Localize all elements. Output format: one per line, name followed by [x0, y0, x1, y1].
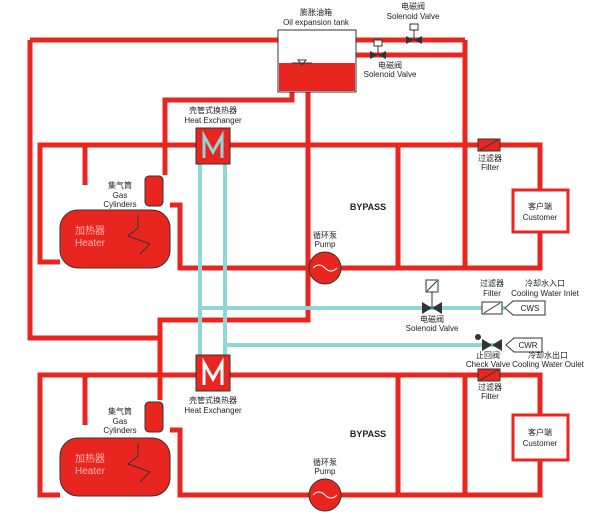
check-valve-en: Check Valve [466, 360, 511, 369]
boiler-bottom-en: Heater [75, 466, 106, 477]
solenoid-valve-tank: 电磁阀 Solenoid Valve [364, 39, 417, 79]
cws-label: CWS [521, 304, 540, 313]
solenoid-cooling-cn: 电磁阀 [420, 314, 444, 324]
filter-bottom-cn: 过滤器 [478, 382, 502, 392]
pump-top-en: Pump [315, 240, 336, 249]
customer-top-cn: 客户端 [528, 201, 552, 211]
hx-bottom-cn: 壳管式换热器 [189, 395, 237, 405]
oil-tank-en-label: Oil expansion tank [283, 18, 350, 27]
heat-exchanger-top: 壳管式换热器 Heat Exchanger [184, 105, 242, 165]
filter-bottom: 过滤器 Filter [477, 368, 502, 401]
gas-cylinder-top [144, 175, 164, 207]
cwr-label: CWR [518, 341, 537, 350]
boiler-top: 加热器 Heater 集气筒 Gas Cylinders [59, 175, 171, 269]
gas-top-en1: Gas [113, 191, 128, 200]
customer-bottom-cn: 客户端 [528, 427, 552, 437]
gas-cylinder-bottom [144, 401, 164, 433]
cwr-tag: CWR 冷却水出口 Cooling Water Oulet [505, 337, 585, 369]
customer-bottom-en: Customer [523, 439, 558, 448]
cooling-pipes [198, 140, 505, 390]
pump-bottom-cn: 循环泵 [313, 457, 337, 467]
gas-bottom-en2: Cylinders [103, 426, 136, 435]
customer-bottom: 客户端 Customer [511, 413, 570, 462]
check-valve-cn: 止回阀 [476, 350, 500, 360]
pump-bottom: 循环泵 Pump [308, 457, 342, 512]
cws-tag: CWS 冷却水入口 Cooling Water Inlet [504, 278, 580, 316]
pump-top: 循环泵 Pump [308, 230, 342, 285]
hx-top-en: Heat Exchanger [184, 116, 242, 125]
oil-tank-cn-label: 膨胀油箱 [300, 7, 332, 17]
filter-top-cn: 过滤器 [478, 153, 502, 163]
solenoid-tank-en: Solenoid Valve [364, 70, 417, 79]
customer-top-en: Customer [523, 213, 558, 222]
boiler-bottom: 加热器 Heater 集气筒 Gas Cylinders [59, 401, 171, 497]
filter-cooling-cn: 过滤器 [480, 278, 504, 288]
gas-top-en2: Cylinders [103, 200, 136, 209]
pump-bottom-en: Pump [315, 467, 336, 476]
solenoid-tank-cn: 电磁阀 [378, 60, 402, 70]
solenoid-valve-cooling: 电磁阀 Solenoid Valve [406, 279, 459, 333]
boiler-top-en: Heater [75, 238, 106, 249]
boiler-bottom-cn: 加热器 [75, 452, 105, 465]
solenoid-top-en: Solenoid Valve [387, 12, 440, 21]
gas-bottom-en1: Gas [113, 417, 128, 426]
cooling-inlet-cn: 冷却水入口 [525, 278, 565, 288]
cooling-inlet-en: Cooling Water Inlet [511, 289, 580, 298]
filter-top: 过滤器 Filter [477, 138, 502, 172]
pump-top-cn: 循环泵 [313, 230, 337, 240]
gas-top-cn: 集气筒 [108, 180, 132, 190]
filter-bottom-en: Filter [481, 392, 499, 401]
solenoid-top-cn: 电磁阀 [401, 1, 425, 11]
solenoid-valve-top: 电磁阀 Solenoid Valve [387, 1, 440, 44]
cooling-outlet-cn: 冷却水出口 [528, 350, 568, 360]
hot-pipes [27, 37, 543, 498]
gas-bottom-cn: 集气筒 [108, 406, 132, 416]
bypass-bottom-label: BYPASS [350, 429, 386, 439]
cooling-outlet-en: Cooling Water Oulet [512, 360, 585, 369]
bypass-top-label: BYPASS [350, 202, 386, 212]
oil-expansion-tank: 膨胀油箱 Oil expansion tank [277, 7, 357, 93]
customer-top: 客户端 Customer [511, 188, 570, 234]
filter-cooling-en: Filter [483, 289, 501, 298]
filter-cooling: 过滤器 Filter [480, 278, 504, 315]
hx-top-cn: 壳管式换热器 [189, 105, 237, 115]
solenoid-cooling-en: Solenoid Valve [406, 324, 459, 333]
check-valve: 止回阀 Check Valve [466, 334, 511, 369]
hx-bottom-en: Heat Exchanger [184, 406, 242, 415]
filter-top-en: Filter [481, 163, 499, 172]
boiler-top-cn: 加热器 [75, 224, 105, 237]
heat-exchanger-bottom: 壳管式换热器 Heat Exchanger [184, 354, 242, 415]
